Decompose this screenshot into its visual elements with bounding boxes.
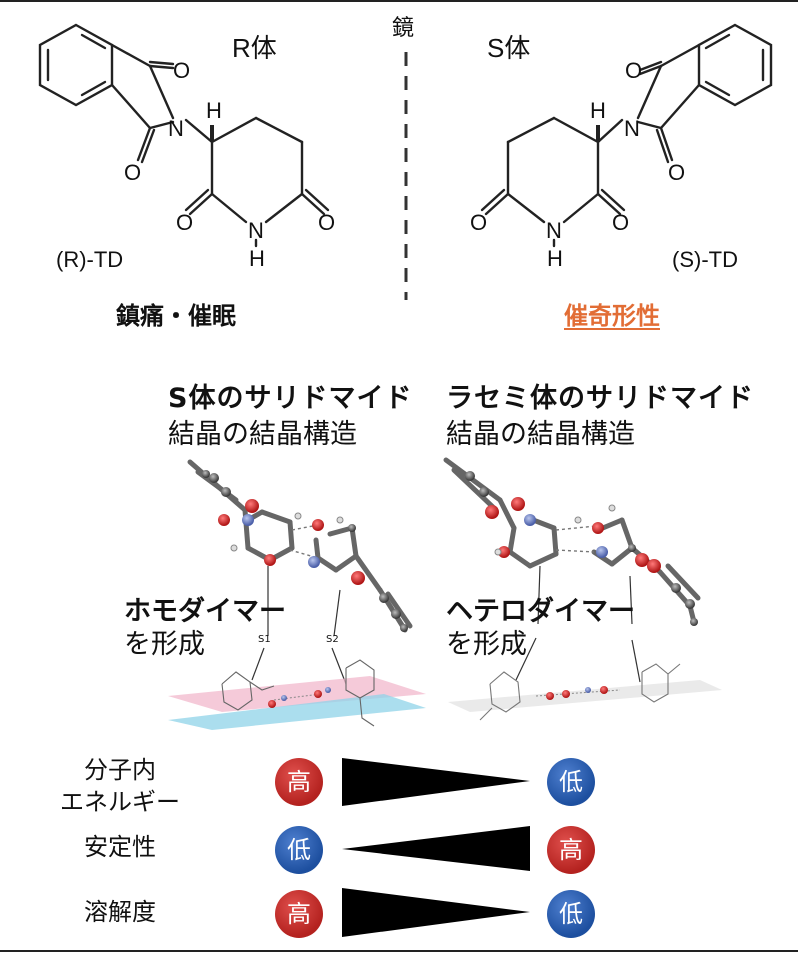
s-compound-name: (S)-TD [672,247,738,272]
s-atom-o-top: O [625,58,643,83]
s-atom-o-right: O [612,210,630,235]
energy-right-badge: 低 [547,758,595,806]
left-crystal-title: S体のサリドマイド [168,383,413,414]
row-label-energy-line2: エネルギー [60,788,180,816]
row-label-energy: 分子内 エネルギー [40,754,200,818]
homodimer-label: ホモダイマー [124,596,286,627]
r-form-label: R体 [232,33,277,63]
row-label-solubility: 溶解度 [40,896,200,928]
energy-left-badge: 高 [275,758,323,806]
s-atom-h-stereo: H [590,98,606,123]
r-effect-label: 鎮痛・催眠 [116,302,236,330]
left-crystal-molecule [187,459,413,633]
left-leader-lines [251,566,347,685]
right-leader-lines [515,565,641,683]
wedge-solubility [342,888,530,937]
s-stereo-hash-bond [596,125,600,142]
stability-right-badge: 高 [547,826,595,874]
r-atom-n-imide: N [168,116,184,141]
left-crystal-subtitle: 結晶の結晶構造 [168,419,357,450]
homodimer-sublabel: を形成 [124,629,205,660]
row-label-stability: 安定性 [40,831,200,863]
tag-s1: S1 [258,634,271,645]
r-atom-o-left: O [176,210,194,235]
s-atom-h-amide: H [547,246,563,271]
mirror-label: 鏡 [392,16,415,41]
r-atom-h-stereo: H [206,98,222,123]
s-atom-o-bottom: O [668,160,686,185]
heterodimer-sublabel: を形成 [446,629,527,660]
s-form-label: S体 [487,33,531,63]
right-crystal-subtitle: 結晶の結晶構造 [446,419,635,450]
right-crystal-molecule [443,457,701,626]
r-compound-name: (R)-TD [56,247,124,272]
s-effect-label: 催奇形性 [564,302,660,330]
bottom-border [0,950,798,952]
s-atom-n-amide: N [546,218,562,243]
r-atom-o-top: O [173,58,191,83]
top-border [0,0,798,2]
r-atom-o-bottom: O [124,160,142,185]
r-atom-h-amide: H [249,246,265,271]
s-atom-n-imide: N [624,116,640,141]
s-atom-o-left: O [470,210,488,235]
s-thalidomide-structure [480,23,773,248]
tag-s2: S2 [326,634,339,645]
stability-left-badge: 低 [275,826,323,874]
heterodimer-plane [448,663,722,721]
solubility-left-badge: 高 [275,890,323,938]
row-label-energy-line1: 分子内 [84,756,156,784]
r-atom-o-right: O [318,210,336,235]
right-crystal-title: ラセミ体のサリドマイド [446,383,754,414]
wedge-energy [342,758,530,806]
r-thalidomide-structure [38,23,330,248]
homodimer-planes [168,659,426,730]
row-label-solubility-line1: 溶解度 [84,898,156,926]
wedge-stability [342,826,530,871]
row-label-stability-line1: 安定性 [84,833,156,861]
r-atom-n-amide: N [248,218,264,243]
solubility-right-badge: 低 [547,890,595,938]
heterodimer-label: ヘテロダイマー [446,596,635,627]
r-stereo-hash-bond [210,125,214,142]
